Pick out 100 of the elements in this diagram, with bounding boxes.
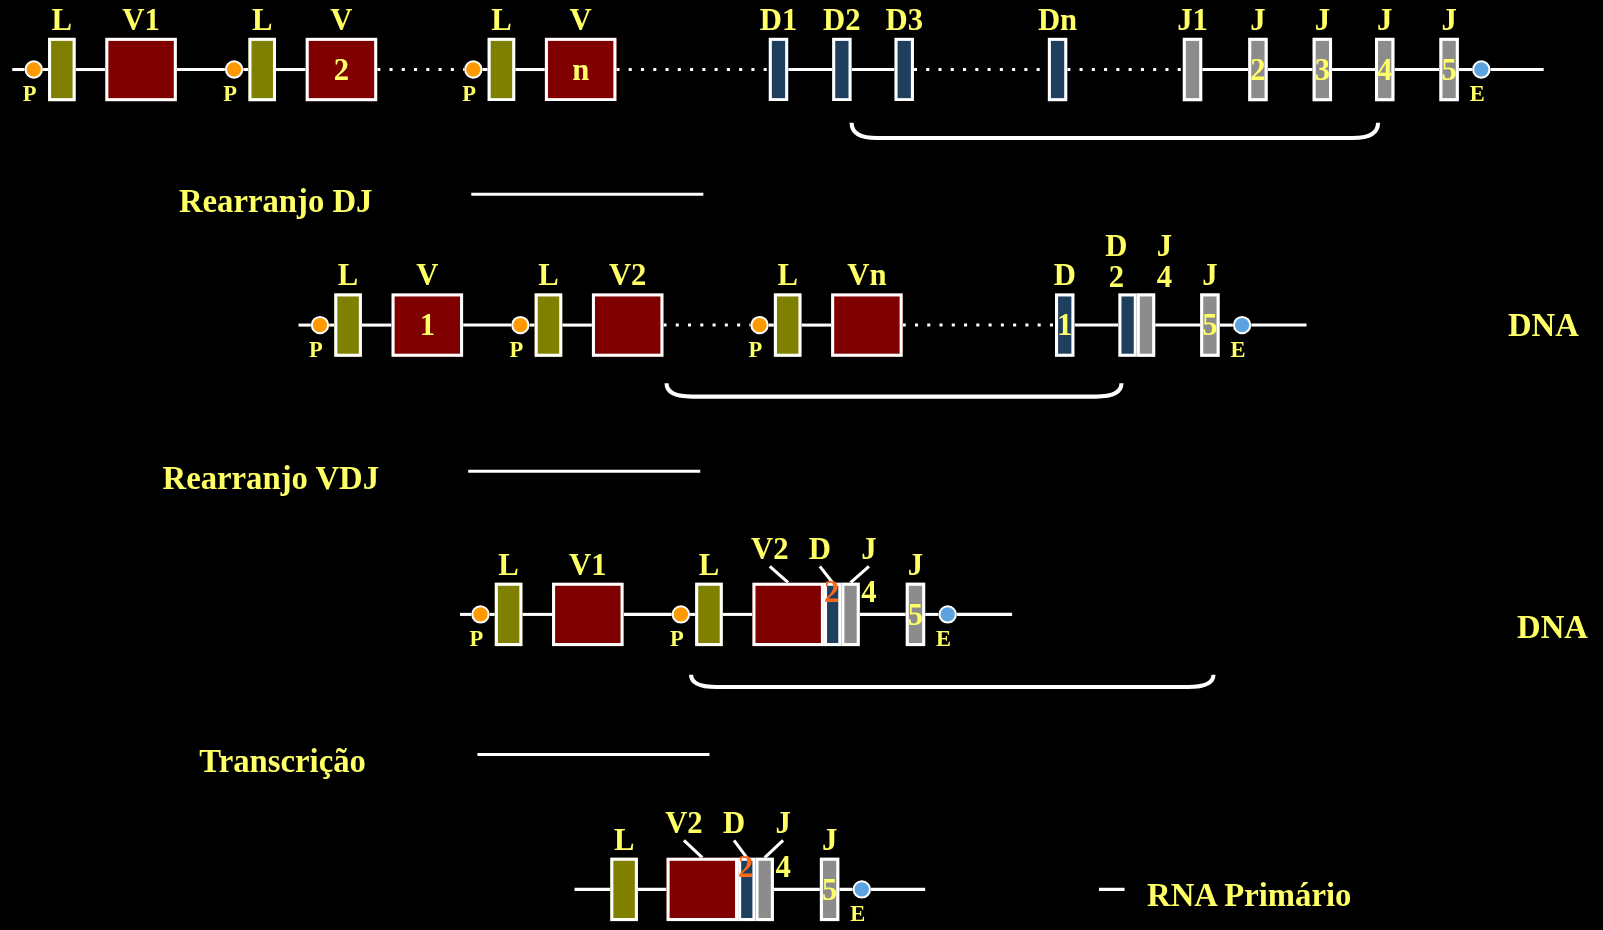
dna-strand <box>773 887 820 891</box>
dna-strand <box>871 887 926 891</box>
dna-strand <box>42 68 49 72</box>
leader-line <box>763 839 785 859</box>
segment-label: V <box>416 259 439 291</box>
segment-label: 2 <box>1108 261 1124 293</box>
segment-label: J <box>1250 4 1266 35</box>
dna-strand <box>12 68 25 72</box>
segment-label: J <box>907 549 924 580</box>
element-label: P <box>748 338 763 361</box>
segment-label: D <box>1053 259 1076 291</box>
segment-label: D1 <box>759 4 798 35</box>
segment-number: 3 <box>1314 54 1330 85</box>
element-label: E <box>850 902 866 926</box>
segment-label: J <box>1314 4 1330 35</box>
step-label: Transcrição <box>199 744 366 777</box>
segment-number: 2 <box>333 54 350 85</box>
step-label: DNA <box>1507 308 1579 342</box>
dna-strand <box>463 323 512 327</box>
dna-strand <box>1332 68 1375 72</box>
dna-strand <box>1202 68 1249 72</box>
dna-strand <box>574 887 611 891</box>
dna-strand <box>859 612 906 616</box>
segment-label: J <box>861 533 877 565</box>
segment-number: 1 <box>419 309 435 341</box>
dna-strand <box>788 68 833 72</box>
segment-label: L <box>538 259 559 291</box>
segment-label: V2 <box>665 807 703 839</box>
dna-strand <box>956 612 1013 616</box>
dna-strand <box>75 68 106 72</box>
leader-line <box>682 839 704 859</box>
dna-strand <box>562 323 592 327</box>
dna-strand <box>690 612 696 616</box>
dna-strand <box>1074 323 1119 327</box>
segment-number: 2 <box>1250 54 1266 85</box>
dna-strand <box>1067 68 1183 72</box>
segment-number: 5 <box>1441 54 1457 85</box>
segment-label: J <box>1377 4 1393 35</box>
dna-strand <box>1219 323 1233 327</box>
dna-strand <box>1458 68 1473 72</box>
segment-label: V1 <box>122 4 160 35</box>
dna-strand <box>623 612 672 616</box>
segment-label: L <box>777 259 798 291</box>
dna-strand <box>1155 323 1201 327</box>
segment-label: V <box>330 4 353 35</box>
segment-label: D <box>1105 230 1128 261</box>
leader-line <box>818 565 834 584</box>
element-label: E <box>936 627 952 651</box>
step-label: Rearranjo VDJ <box>162 461 380 494</box>
dna-strand <box>176 68 225 72</box>
segment-label: D <box>722 807 746 839</box>
segment-label: J <box>1156 230 1173 261</box>
segment-number: 5 <box>907 599 924 630</box>
dna-strand <box>460 612 472 616</box>
segment-label: L <box>613 823 635 855</box>
element-label: P <box>309 338 323 361</box>
dna-strand <box>1251 323 1307 327</box>
segment-label: V1 <box>569 549 607 580</box>
dna-strand <box>637 887 667 891</box>
segment-label: L <box>337 259 359 291</box>
dna-strand <box>722 612 753 616</box>
dna-strand <box>851 68 895 72</box>
dna-strand <box>522 612 553 616</box>
leader-line <box>849 565 870 584</box>
leader-line <box>732 839 749 859</box>
dna-strand <box>1490 68 1544 72</box>
segment-number: 5 <box>1202 309 1218 341</box>
dna-strand <box>616 68 769 72</box>
segment-label: J1 <box>1177 4 1208 35</box>
segment-number: n <box>572 54 590 85</box>
element-label: P <box>22 82 37 106</box>
segment-label: 4 <box>861 576 877 608</box>
segment-number: 1 <box>1057 309 1073 341</box>
element-label: P <box>509 338 524 361</box>
segment-label: V2 <box>751 533 789 565</box>
step-label: Rearranjo DJ <box>178 184 373 217</box>
segment-label: D <box>808 533 831 565</box>
dna-strand <box>902 323 1055 327</box>
segment-label: Vn <box>847 259 887 291</box>
element-label: P <box>469 627 484 651</box>
element-label: P <box>669 627 684 651</box>
segment-label: 4 <box>775 851 791 883</box>
element-label: P <box>462 82 477 106</box>
segment-label: V <box>569 4 592 35</box>
segment-label: D2 <box>823 4 861 35</box>
segment-label: L <box>498 549 519 580</box>
segment-label: J <box>775 807 791 839</box>
segment-label: J <box>1202 259 1218 291</box>
dna-strand <box>276 68 306 72</box>
dna-strand <box>801 323 832 327</box>
element-label: P <box>223 82 237 106</box>
segment-label: J <box>1441 4 1457 35</box>
element-label: E <box>1230 338 1246 361</box>
element-label: E <box>1469 82 1485 106</box>
segment-label: L <box>252 4 273 35</box>
segment-label: Dn <box>1037 4 1078 35</box>
segment-label: L <box>491 4 512 35</box>
dna-strand <box>1394 68 1440 72</box>
segment-label: L <box>698 549 720 580</box>
segment-label: L <box>51 4 73 35</box>
